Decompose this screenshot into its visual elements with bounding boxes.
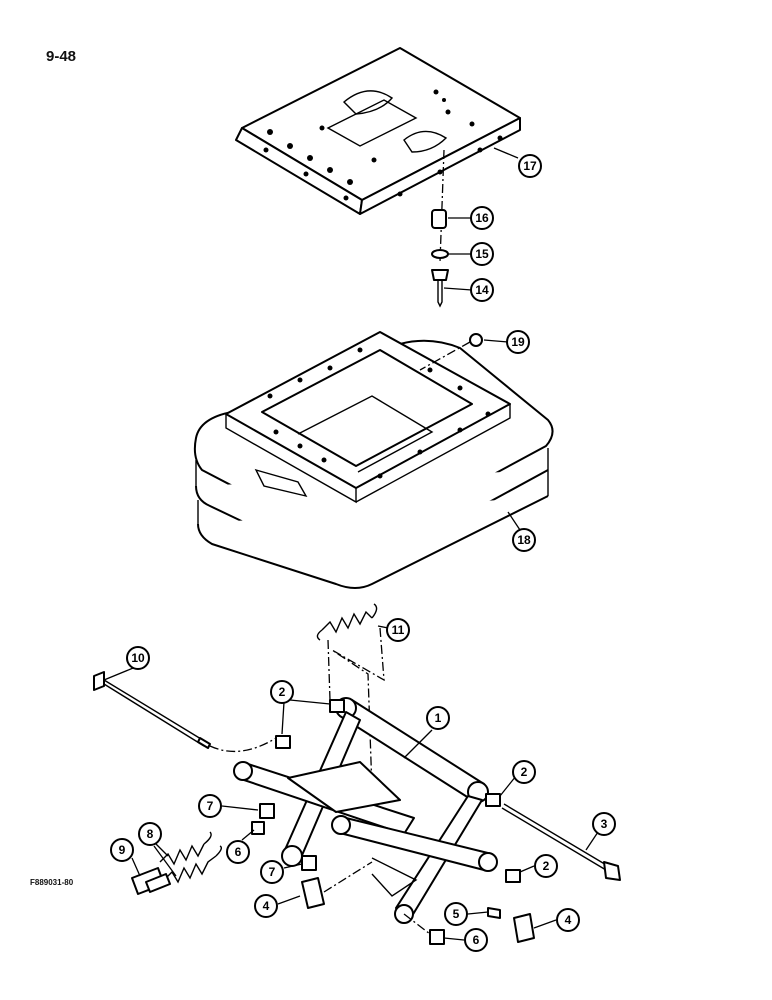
- svg-text:8: 8: [147, 827, 154, 841]
- svg-text:17: 17: [523, 159, 537, 173]
- callout-11: 11: [386, 618, 410, 642]
- svg-text:4: 4: [263, 899, 270, 913]
- pin-5: [487, 907, 501, 919]
- svg-text:9: 9: [119, 843, 126, 857]
- svg-text:6: 6: [473, 933, 480, 947]
- seat-plate: [235, 47, 521, 215]
- bushing-2-left: [275, 735, 291, 749]
- svg-text:6: 6: [235, 845, 242, 859]
- svg-text:16: 16: [475, 211, 489, 225]
- callout-15: 15: [470, 242, 494, 266]
- callout-6-a: 6: [226, 840, 250, 864]
- bolt-14: [431, 269, 449, 308]
- rod-10: [93, 671, 211, 749]
- callout-9: 9: [110, 838, 134, 862]
- mounting-frame: [225, 331, 511, 504]
- svg-text:10: 10: [131, 651, 145, 665]
- callout-17: 17: [518, 154, 542, 178]
- callout-4-right: 4: [556, 908, 580, 932]
- hook-plate-9: [131, 867, 171, 895]
- svg-text:11: 11: [392, 623, 405, 637]
- bracket-4-left: [301, 877, 325, 909]
- svg-text:18: 18: [517, 533, 531, 547]
- callout-1: 1: [426, 706, 450, 730]
- callout-7-a: 7: [198, 794, 222, 818]
- callout-2-right: 2: [512, 760, 536, 784]
- callout-4-left: 4: [254, 894, 278, 918]
- svg-text:3: 3: [601, 817, 608, 831]
- svg-text:2: 2: [543, 859, 550, 873]
- lock-washer-15: [431, 249, 449, 259]
- callout-19: 19: [506, 330, 530, 354]
- springs-8: [159, 831, 223, 884]
- svg-text:4: 4: [565, 913, 572, 927]
- nut-19: [469, 333, 483, 347]
- callout-10: 10: [126, 646, 150, 670]
- callout-16: 16: [470, 206, 494, 230]
- callout-8: 8: [138, 822, 162, 846]
- bushing-2-lower: [505, 869, 521, 883]
- svg-text:14: 14: [475, 283, 489, 297]
- svg-text:5: 5: [453, 907, 460, 921]
- callout-18: 18: [512, 528, 536, 552]
- bushing-6-b: [429, 929, 445, 945]
- bracket-4-right: [513, 913, 535, 943]
- figure-code: F889031-80: [30, 878, 74, 887]
- upper-spring-11: [316, 603, 378, 641]
- svg-text:2: 2: [279, 685, 286, 699]
- callout-6-b: 6: [464, 928, 488, 952]
- callout-7-b: 7: [260, 860, 284, 884]
- callout-3: 3: [592, 812, 616, 836]
- bushing-2-right: [485, 793, 501, 807]
- bushing-7-b: [301, 855, 317, 871]
- page-number: 9-48: [46, 48, 77, 65]
- svg-text:2: 2: [521, 765, 528, 779]
- svg-text:7: 7: [269, 865, 276, 879]
- callout-14: 14: [470, 278, 494, 302]
- bushing-2-upper: [329, 699, 345, 713]
- svg-text:19: 19: [511, 335, 525, 349]
- svg-text:7: 7: [207, 799, 214, 813]
- spacer-16: [431, 209, 447, 229]
- callout-2-lower: 2: [534, 854, 558, 878]
- bushing-6-a: [251, 821, 265, 835]
- rod-3: [501, 803, 621, 881]
- svg-text:15: 15: [475, 247, 489, 261]
- svg-text:1: 1: [435, 711, 442, 725]
- callout-2-upper: 2: [270, 680, 294, 704]
- callout-5: 5: [444, 902, 468, 926]
- leader-lines: [103, 147, 599, 941]
- bushing-7-a: [259, 803, 275, 819]
